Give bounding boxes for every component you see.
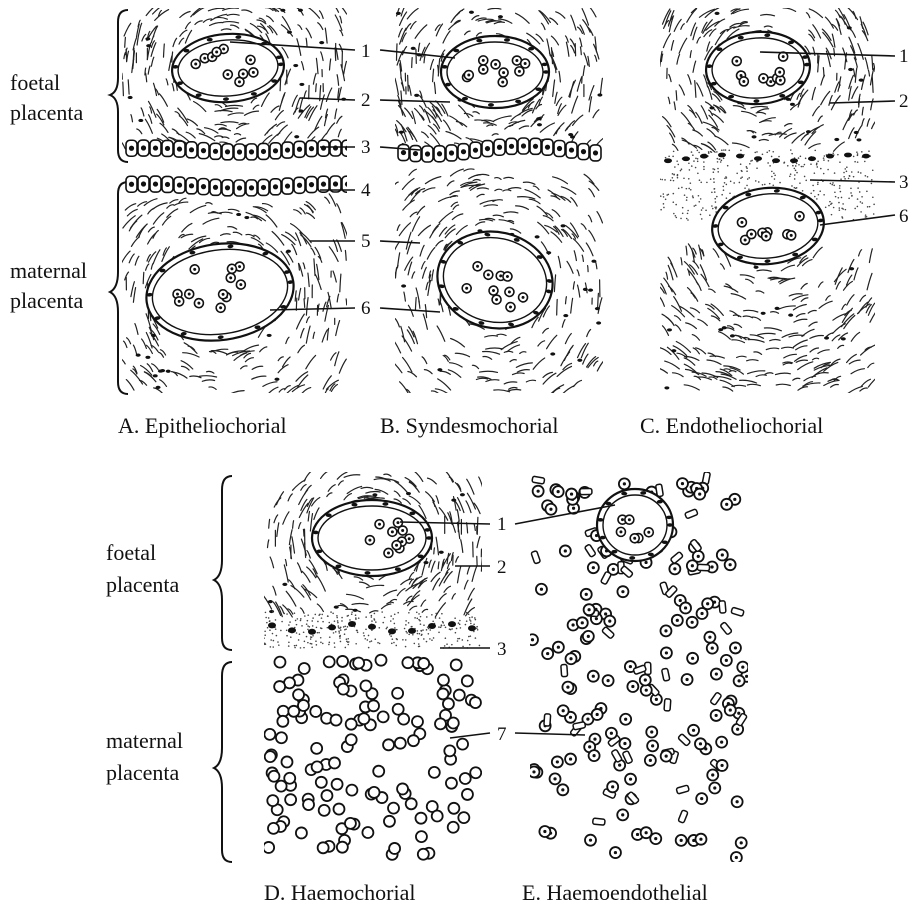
nucleus xyxy=(664,158,672,163)
label-2: 2 xyxy=(361,90,371,111)
caption-d: D. Haemochorial xyxy=(264,880,416,905)
caption-a: A. Epitheliochorial xyxy=(118,413,287,438)
top-maternal-brace xyxy=(110,182,128,394)
svg-text:placenta: placenta xyxy=(10,100,84,125)
label-1: 1 xyxy=(361,41,371,62)
capillary-vessel xyxy=(428,221,561,339)
nucleus xyxy=(428,623,436,629)
bottom-foetal-label: foetal placenta xyxy=(106,540,180,597)
svg-text:placenta: placenta xyxy=(106,760,180,785)
top-maternal-label: maternal placenta xyxy=(10,258,87,313)
nucleus xyxy=(448,621,456,627)
nucleus xyxy=(790,158,798,163)
label-c-1: 1 xyxy=(899,46,909,67)
nucleus xyxy=(808,156,816,161)
nucleus xyxy=(682,156,690,161)
bottom-maternal-label: maternal placenta xyxy=(106,728,183,785)
caption-b: B. Syndesmochorial xyxy=(380,413,558,438)
svg-text:foetal: foetal xyxy=(106,540,156,565)
caption-c: C. Endotheliochorial xyxy=(640,413,823,438)
capillary-vessel xyxy=(597,489,673,561)
label-d-7: 7 xyxy=(497,724,507,745)
epithelium-layer xyxy=(398,138,601,162)
svg-text:maternal: maternal xyxy=(10,258,87,283)
panel-a-epitheliochorial xyxy=(120,3,353,395)
svg-text:placenta: placenta xyxy=(106,572,180,597)
label-d-3: 3 xyxy=(497,639,507,660)
label-c-6: 6 xyxy=(899,206,909,227)
panel-e-haemoendothelial xyxy=(527,472,752,863)
caption-e: E. Haemoendothelial xyxy=(522,880,708,905)
top-foetal-label: foetal placenta xyxy=(10,70,84,125)
nucleus xyxy=(328,624,336,630)
label-d-2: 2 xyxy=(497,557,507,578)
connective-tissue-fibers xyxy=(655,244,880,395)
nucleus xyxy=(368,624,376,630)
nucleus xyxy=(348,621,356,627)
label-5: 5 xyxy=(361,231,371,252)
nucleus xyxy=(862,154,870,159)
nucleus xyxy=(772,158,780,163)
epithelium-layer xyxy=(126,140,353,160)
label-d-1: 1 xyxy=(497,514,507,535)
capillary-vessel xyxy=(704,28,813,107)
panel-b-syndesmochorial xyxy=(390,2,606,395)
nucleus xyxy=(288,627,296,633)
bottom-number-labels: 1 2 3 7 xyxy=(497,514,507,745)
label-3: 3 xyxy=(361,137,371,158)
svg-text:maternal: maternal xyxy=(106,728,183,753)
nucleus xyxy=(408,628,416,634)
nucleus xyxy=(844,153,852,158)
nucleus xyxy=(388,628,396,634)
label-6: 6 xyxy=(361,298,371,319)
capillary-vessel xyxy=(441,36,549,108)
epithelium-layer xyxy=(126,176,353,196)
label-4: 4 xyxy=(361,180,371,201)
nucleus xyxy=(718,153,726,158)
nucleus xyxy=(826,154,834,159)
maternal-blood-cells xyxy=(263,655,481,860)
nucleus xyxy=(736,154,744,159)
nucleus xyxy=(754,156,762,161)
nucleus xyxy=(268,622,276,628)
nucleus xyxy=(700,154,708,159)
nucleus xyxy=(308,629,316,635)
nucleus xyxy=(468,625,476,631)
label-c-2: 2 xyxy=(899,91,909,112)
label-c-3: 3 xyxy=(899,172,909,193)
bottom-maternal-brace xyxy=(214,662,232,862)
svg-text:placenta: placenta xyxy=(10,288,84,313)
svg-text:foetal: foetal xyxy=(10,70,60,95)
capillary-vessel xyxy=(312,500,432,576)
panel-d-haemochorial xyxy=(262,471,483,860)
bottom-foetal-brace xyxy=(214,476,232,650)
panel-c-endotheliochorial xyxy=(655,3,880,394)
